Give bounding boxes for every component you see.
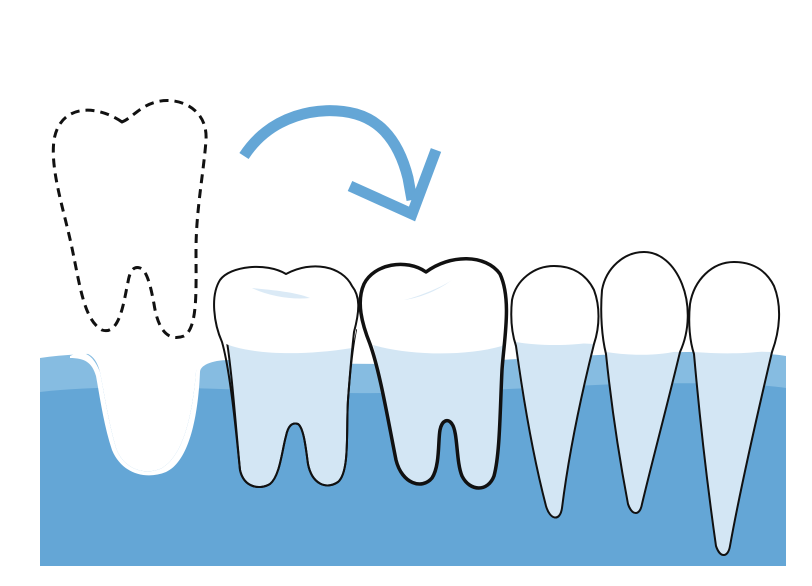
canine-tooth-5: [688, 261, 781, 556]
premolar-tooth-4: [600, 251, 689, 514]
empty-tooth-socket-fill: [78, 352, 204, 472]
molar-tooth-2-shifted: [358, 257, 509, 490]
premolar-4-outline: [600, 251, 689, 514]
canine-5-root: [694, 350, 772, 555]
molar-1-crown: [214, 266, 358, 354]
shift-arrow-head: [347, 148, 442, 222]
premolar-3-crown: [511, 266, 599, 345]
molar-2-crown: [360, 258, 509, 354]
canine-5-crown: [689, 262, 780, 354]
missing-tooth-outline-icon: [51, 99, 208, 339]
molar-1-shine: [252, 288, 310, 299]
premolar-4-crown: [601, 252, 688, 355]
premolar-4-root: [606, 350, 680, 513]
premolar-3-outline: [510, 265, 600, 519]
molar-2-outline: [358, 257, 509, 490]
molar-tooth-1: [213, 265, 360, 488]
molar-1-outline: [213, 265, 360, 488]
molar-2-root: [372, 338, 504, 488]
shift-arrow-curve: [239, 105, 418, 201]
premolar-3-root: [514, 340, 594, 518]
canine-5-outline: [688, 261, 781, 556]
premolar-tooth-3: [510, 265, 600, 519]
